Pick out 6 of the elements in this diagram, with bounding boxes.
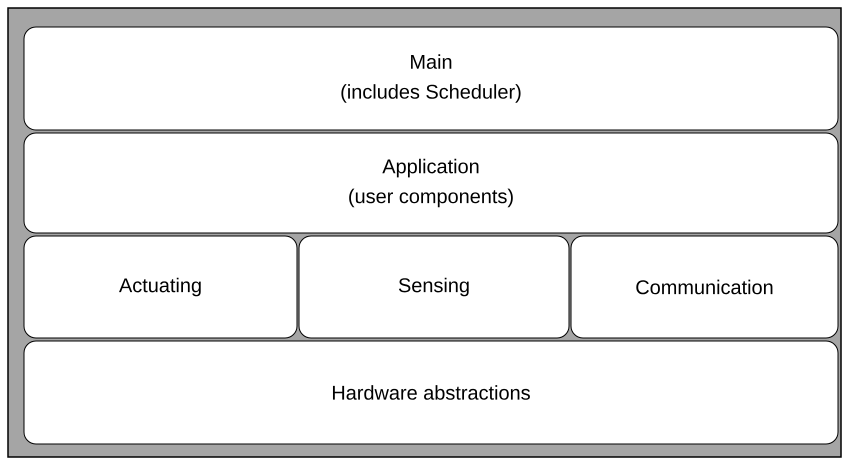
layer-box: Communication (570, 236, 838, 338)
layer-box: Application (user components) (24, 132, 838, 234)
layer-box: Main (includes Scheduler) (24, 26, 838, 130)
layer-box: Sensing (298, 236, 570, 338)
layer-box: Hardware abstractions (24, 340, 838, 444)
layer-box: Actuating (24, 236, 298, 338)
